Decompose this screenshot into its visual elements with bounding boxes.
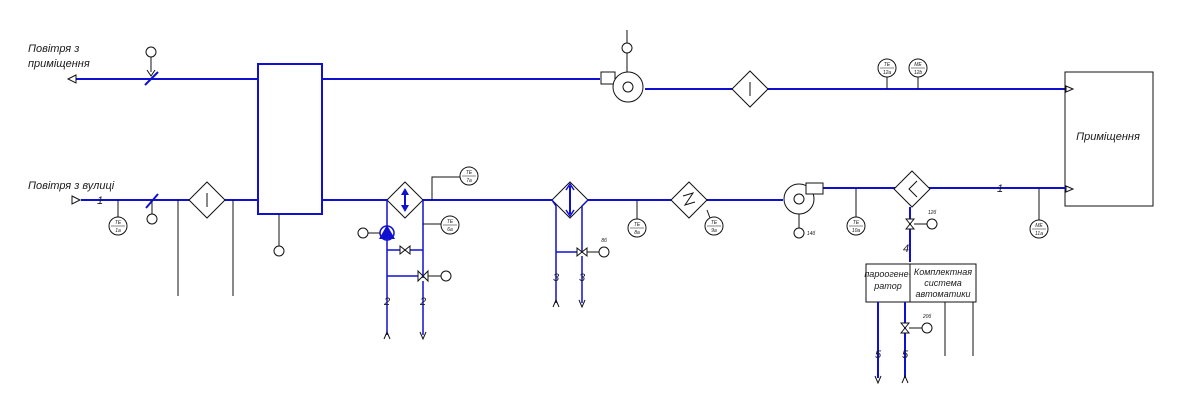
air-heater-icon: [386, 181, 424, 278]
me-12b-top: ME: [914, 62, 922, 68]
circulation-pump-icon: [357, 225, 395, 241]
te-9a-icon: TE 9a: [704, 209, 724, 236]
line-number-supply-1: 1: [997, 183, 1003, 195]
te-12a-icon: TE 12a: [877, 58, 897, 89]
line-number-steam-5a: 5: [875, 349, 882, 361]
te-6a-icon: TE 6a: [423, 215, 460, 235]
te-1a-top: TE: [115, 220, 122, 226]
steam-drain-arrow-icon: [874, 375, 882, 385]
me-11a-icon: ME 11a: [1029, 188, 1049, 239]
te-10a-top: TE: [853, 220, 860, 226]
supply-fan-icon: 14б: [783, 182, 824, 239]
outside-air-label: Повітря з вулиці: [28, 180, 115, 192]
cooler-return-arrow-icon: [578, 299, 586, 309]
steam-supply-arrow-icon: [901, 374, 909, 384]
recovery-drain-icon: [273, 214, 285, 257]
te-7a-bot: 7a: [466, 178, 472, 184]
heater-bypass: [387, 244, 423, 256]
line-number-steam-4: 4: [903, 243, 909, 255]
heater-valve-icon: [387, 269, 452, 283]
automation-label-2: система: [924, 278, 962, 288]
automation-box: [909, 263, 977, 303]
te-9a-top: TE: [711, 220, 718, 226]
air-cooler-icon: [551, 181, 589, 253]
steam-humidifier-icon: [893, 170, 931, 262]
motor-14b-label: 14б: [807, 231, 816, 237]
outside-filter-icon: [177, 181, 234, 296]
room-box: [1064, 71, 1154, 207]
humidifier-valve-icon: 12б: [904, 210, 938, 230]
me-12b-icon: ME 12b: [908, 58, 928, 89]
me-12b-bot: 12b: [914, 70, 923, 76]
valve-8b-label: 8б: [601, 238, 607, 244]
line-number-cooler-3a: 3: [553, 272, 560, 284]
automation-label-1: Комплектная: [914, 267, 972, 277]
line-number-steam-5b: 5: [902, 349, 909, 361]
cooler-supply-arrow-icon: [552, 298, 560, 308]
te-8a-top: TE: [634, 222, 641, 228]
valve-12b-label: 12б: [928, 210, 937, 216]
return-air-label-2: приміщення: [28, 58, 90, 70]
line-number-heater-2b: 2: [419, 296, 426, 308]
line-number-outside-1: 1: [97, 195, 103, 207]
line-number-cooler-3b: 3: [579, 272, 586, 284]
return-damper-icon: [144, 46, 159, 86]
return-fan-icon: [600, 30, 644, 103]
te-6a-top: TE: [447, 219, 454, 225]
te-12a-top: TE: [884, 62, 891, 68]
cooler-valve-icon: 8б: [576, 238, 610, 258]
return-air-arrow-icon: [66, 74, 77, 84]
te-12a-bot: 12a: [883, 70, 892, 76]
te-8a-icon: TE 8a: [627, 200, 647, 238]
te-10a-icon: TE 10a: [846, 188, 866, 236]
electric-reheater-icon: [670, 181, 708, 219]
steam-generator-box: [865, 263, 911, 303]
heater-return-arrow-icon: [419, 331, 427, 341]
steam-valve-icon: 20б: [899, 314, 933, 334]
te-7a-icon: TE 7a: [431, 166, 479, 200]
heater-supply-arrow-icon: [383, 330, 391, 340]
outside-damper-icon: [145, 193, 159, 225]
te-6a-bot: 6a: [447, 227, 453, 233]
te-1a-bot: 1a: [115, 228, 121, 234]
te-10a-bot: 10a: [852, 228, 861, 234]
steam-generator-label-1: пароогене-: [864, 269, 911, 279]
te-7a-top: TE: [466, 170, 473, 176]
return-air-label-1: Повітря з: [28, 43, 79, 55]
te-9a-bot: 9a: [711, 228, 717, 234]
automation-label-3: автоматики: [916, 289, 971, 299]
heat-recovery-unit: [257, 63, 323, 215]
me-11a-bot: 11a: [1035, 231, 1043, 237]
return-filter-icon: [731, 70, 769, 108]
valve-20b-label: 20б: [922, 314, 932, 320]
line-number-heater-2a: 2: [383, 296, 390, 308]
return-air-duct: [66, 74, 1066, 90]
me-11a-top: ME: [1035, 223, 1043, 229]
te-8a-bot: 8a: [634, 230, 640, 236]
te-1a-icon: TE 1a: [108, 200, 128, 236]
room-label: Приміщення: [1076, 131, 1140, 143]
steam-generator-label-2: ратор: [873, 281, 901, 291]
